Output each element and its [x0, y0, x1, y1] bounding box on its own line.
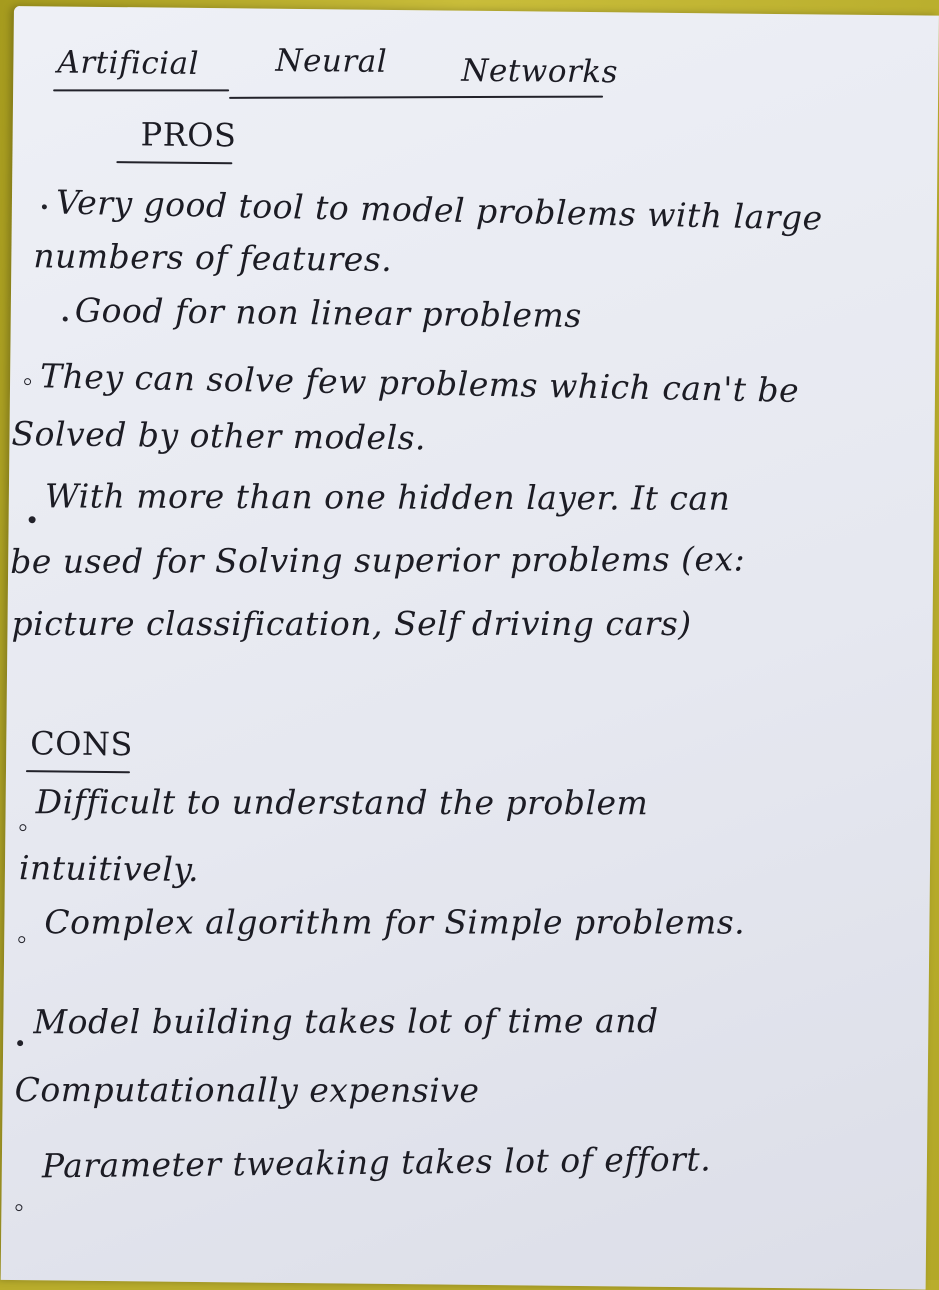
pros-line-6: With more than one hidden layer. It can [44, 476, 731, 518]
pros-line-7: be used for Solving superior problems (e… [10, 539, 746, 581]
pros-line-2: numbers of features. [33, 236, 393, 279]
title-word-neural: Neural [275, 42, 388, 80]
cons-underline [25, 770, 130, 774]
cons-line-1: Difficult to understand the problem [35, 782, 649, 823]
pros-line-3: Good for non linear problems [74, 290, 582, 335]
cons-bullet-4 [15, 1204, 23, 1212]
pros-bullet-4 [28, 516, 36, 524]
pros-line-8: picture classification, Self driving car… [11, 604, 692, 644]
cons-line-2: intuitively. [18, 848, 200, 889]
pros-line-4: They can solve few problems which can't … [39, 356, 800, 410]
cons-line-5: Computationally expensive [14, 1070, 480, 1110]
title-word-artificial: Artificial [57, 44, 200, 82]
pros-line-1: Very good tool to model problems with la… [55, 182, 824, 238]
cons-bullet-2 [18, 936, 26, 944]
title-underline-right [229, 95, 604, 99]
pros-underline [116, 161, 233, 165]
title-word-networks: Networks [461, 52, 619, 91]
notebook-page: Artificial Neural Networks PROS Very goo… [0, 6, 939, 1290]
pros-line-5: Solved by other models. [11, 413, 427, 458]
title-underline-left [53, 89, 230, 92]
cons-heading: CONS [30, 724, 134, 764]
pros-bullet-3 [24, 378, 32, 386]
pros-bullet-1 [41, 204, 47, 210]
cons-line-4: Model building takes lot of time and [33, 1001, 659, 1042]
cons-line-3: Complex algorithm for Simple problems. [44, 902, 746, 942]
cons-line-6: Parameter tweaking takes lot of effort. [41, 1139, 712, 1186]
pros-bullet-2 [62, 316, 68, 322]
cons-bullet-3 [17, 1040, 24, 1047]
cons-bullet-1 [19, 824, 27, 832]
pros-heading: PROS [140, 115, 237, 155]
